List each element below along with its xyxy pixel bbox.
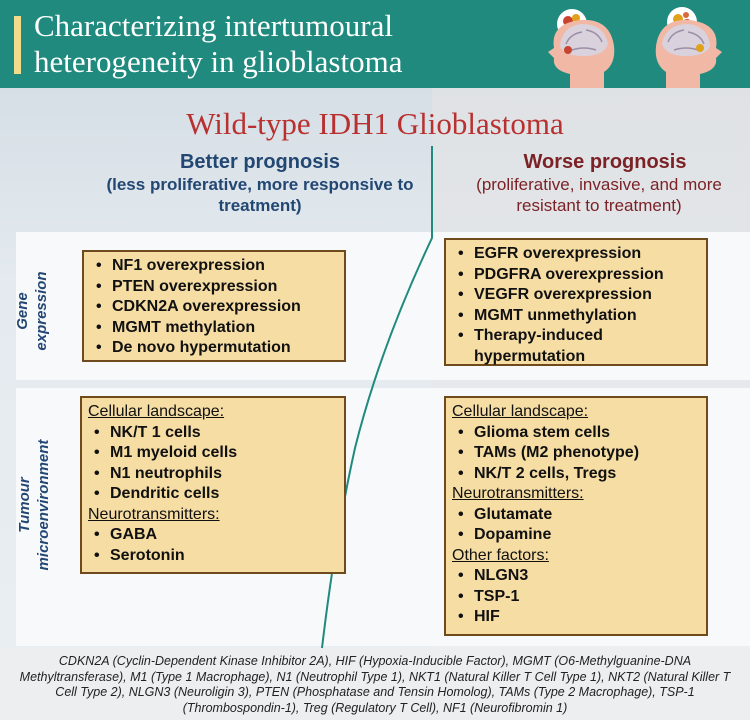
section-heading: Neurotransmitters: bbox=[452, 485, 584, 502]
list-item: TSP-1 bbox=[446, 587, 706, 608]
list-item: NLGN3 bbox=[446, 566, 706, 587]
tumour-microenvironment-label: Tumour microenvironment bbox=[16, 439, 52, 571]
list-item: VEGFR overexpression bbox=[446, 285, 706, 306]
section-heading: Cellular landscape: bbox=[452, 403, 589, 420]
list-item: Dopamine bbox=[446, 525, 706, 546]
worse-tme-box: Cellular landscape: Glioma stem cells TA… bbox=[444, 396, 708, 636]
section-heading: Other factors: bbox=[452, 546, 549, 564]
list-item: Dendritic cells bbox=[82, 484, 344, 505]
list-item: NK/T 1 cells bbox=[82, 423, 344, 444]
accent-bar bbox=[14, 16, 21, 74]
better-gene-box: NF1 overexpression PTEN overexpression C… bbox=[82, 250, 346, 362]
main-title: Wild-type IDH1 Glioblastoma bbox=[186, 106, 564, 141]
list-item: PTEN overexpression bbox=[84, 277, 344, 298]
better-prognosis-heading: Better prognosis bbox=[179, 151, 341, 173]
list-item: MGMT unmethylation bbox=[446, 306, 706, 327]
list-item: M1 myeloid cells bbox=[82, 443, 344, 464]
list-item: Glioma stem cells bbox=[446, 423, 706, 444]
list-item: Glutamate bbox=[446, 505, 706, 526]
header-title: Characterizing intertumoural heterogenei… bbox=[34, 8, 403, 79]
gene-expression-label: Gene expression bbox=[14, 271, 50, 351]
abbreviations-note: CDKN2A (Cyclin-Dependent Kinase Inhibito… bbox=[19, 654, 731, 715]
section-heading: Neurotransmitters: bbox=[88, 505, 220, 523]
list-item: NK/T 2 cells, Tregs bbox=[446, 464, 706, 485]
list-item: EGFR overexpression bbox=[446, 244, 706, 265]
better-prognosis-subtitle: (less proliferative, more responsive to … bbox=[106, 175, 414, 215]
list-item: De novo hypermutation bbox=[84, 338, 344, 359]
better-tme-box: Cellular landscape: NK/T 1 cells M1 myel… bbox=[80, 396, 346, 574]
list-item: NF1 overexpression bbox=[84, 256, 344, 277]
list-item: N1 neutrophils bbox=[82, 464, 344, 485]
list-item: Serotonin bbox=[82, 546, 344, 567]
worse-gene-box: EGFR overexpression PDGFRA overexpressio… bbox=[444, 238, 708, 366]
list-item: CDKN2A overexpression bbox=[84, 297, 344, 318]
list-item: GABA bbox=[82, 525, 344, 546]
list-item: HIF bbox=[446, 607, 706, 628]
list-item: MGMT methylation bbox=[84, 318, 344, 339]
footer-bg bbox=[0, 648, 750, 720]
section-heading: Cellular landscape: bbox=[88, 403, 225, 420]
head-profile-brain-icon bbox=[548, 7, 722, 88]
worse-prognosis-heading: Worse prognosis bbox=[523, 151, 687, 173]
list-item: Therapy-induced hypermutation bbox=[446, 326, 706, 367]
worse-prognosis-subtitle: (proliferative, invasive, and more resis… bbox=[476, 175, 722, 215]
list-item: TAMs (M2 phenotype) bbox=[446, 443, 706, 464]
list-item: PDGFRA overexpression bbox=[446, 265, 706, 286]
header-banner: Characterizing intertumoural heterogenei… bbox=[0, 0, 750, 88]
